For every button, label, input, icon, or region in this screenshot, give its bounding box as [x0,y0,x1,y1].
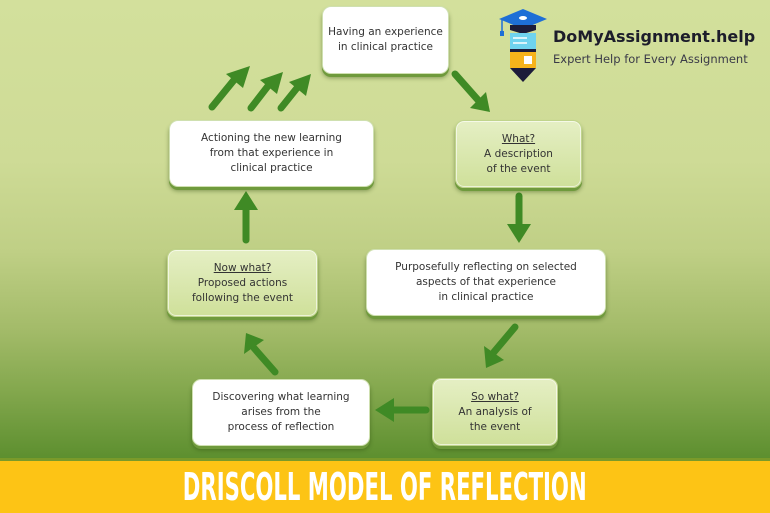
node-discovering: Discovering what learning arises from th… [192,379,370,446]
node-text: Having an experience [328,26,443,38]
node-text: the event [469,420,521,433]
arrow-discovering-to-nowwhat-icon [244,333,279,376]
node-text: in clinical practice [438,291,534,303]
node-reflecting: Purposefully reflecting on selected aspe… [366,249,606,316]
node-so-what: So what? An analysis of the event [432,378,558,446]
node-text: of the event [486,162,551,175]
node-text: An analysis of [458,405,532,418]
graduation-pencil-icon [499,9,547,82]
node-text: Discovering what learning [212,391,350,403]
node-text: following the event [191,291,294,304]
arrow-nowwhat-to-actioning-icon [234,191,258,244]
node-text: Proposed actions [197,276,288,289]
title-banner: DRISCOLL MODEL OF REFLECTION [0,458,770,513]
diagram-title: DRISCOLL MODEL OF REFLECTION [183,465,587,509]
node-heading: So what? [471,390,519,403]
arrows-actioning-to-experience-icon [208,66,311,112]
node-text: from that experience in [209,147,334,159]
brand-name: DoMyAssignment.help [553,27,756,46]
node-text: process of reflection [227,421,335,433]
arrow-sowhat-to-discovering-icon [375,398,430,422]
brand-tagline: Expert Help for Every Assignment [553,52,748,66]
node-heading: What? [501,132,536,145]
arrow-experience-to-what-icon [451,70,490,112]
cycle-arrows [208,66,531,422]
node-text: clinical practice [230,162,313,174]
brand-logo: DoMyAssignment.help Expert Help for Ever… [497,6,767,84]
node-text: Purposefully reflecting on selected [395,261,577,273]
node-actioning: Actioning the new learning from that exp… [169,120,374,187]
node-text: Actioning the new learning [201,132,342,144]
arrow-what-to-reflecting-icon [507,192,531,243]
node-experience: Having an experience in clinical practic… [322,6,449,74]
node-text: A description [484,147,553,160]
node-heading: Now what? [213,261,272,274]
diagram-canvas: Having an experience in clinical practic… [0,0,770,458]
node-now-what: Now what? Proposed actions following the… [167,249,318,317]
node-text: in clinical practice [337,41,433,53]
node-text: arises from the [241,406,321,418]
node-text: aspects of that experience [415,276,557,288]
node-what: What? A description of the event [455,120,582,188]
arrow-reflecting-to-sowhat-icon [484,323,519,368]
